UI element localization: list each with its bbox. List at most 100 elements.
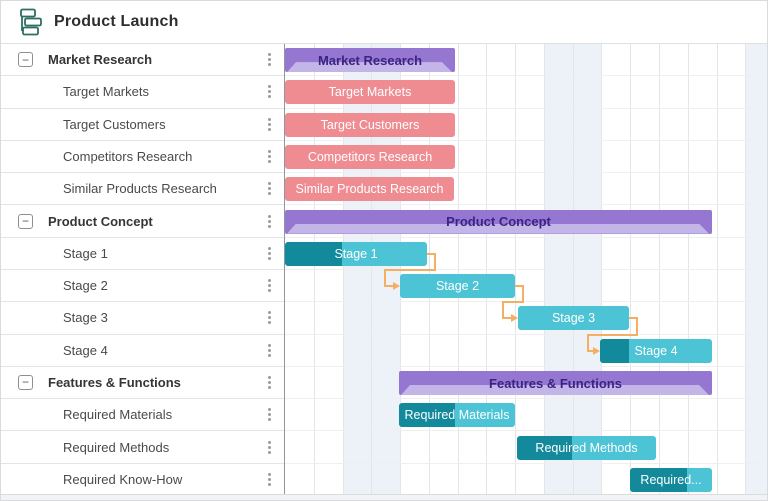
task-label: Stage 2 <box>63 278 108 294</box>
task-bar[interactable]: Target Markets <box>285 80 455 105</box>
task-list-row[interactable]: Required Methods <box>1 431 284 464</box>
collapse-icon[interactable]: − <box>18 52 33 68</box>
progress-fill <box>399 403 455 428</box>
task-label: Market Research <box>48 52 153 68</box>
task-list-row[interactable]: Target Markets <box>1 76 284 109</box>
bar-label: Required... <box>640 472 702 487</box>
task-label: Stage 3 <box>63 310 108 326</box>
task-label: Target Customers <box>63 116 166 132</box>
collapse-icon[interactable]: − <box>18 213 33 229</box>
task-label: Target Markets <box>63 84 149 100</box>
kebab-menu-icon[interactable] <box>262 115 276 133</box>
kebab-menu-icon[interactable] <box>262 373 276 391</box>
collapse-icon[interactable]: − <box>18 374 33 390</box>
task-label: Product Concept <box>48 213 153 229</box>
kebab-menu-icon[interactable] <box>262 147 276 165</box>
bar-label: Product Concept <box>446 214 551 230</box>
task-list-row[interactable]: Required Materials <box>1 399 284 432</box>
bar-label: Target Customers <box>320 117 420 132</box>
kebab-menu-icon[interactable] <box>262 212 276 230</box>
summary-bar[interactable]: Features & Functions <box>399 371 712 395</box>
row-grid-line <box>285 269 767 270</box>
kebab-menu-icon[interactable] <box>262 83 276 101</box>
task-list-row[interactable]: Stage 1 <box>1 237 284 270</box>
bar-label: Market Research <box>317 52 423 68</box>
task-label: Stage 4 <box>63 342 108 358</box>
task-label: Required Materials <box>63 407 173 423</box>
task-bar[interactable]: Stage 1 <box>285 241 427 266</box>
bar-label: Target Markets <box>328 85 412 100</box>
row-grid-line <box>285 107 767 109</box>
row-grid-line <box>285 333 767 335</box>
task-list-row[interactable]: Stage 2 <box>1 270 284 303</box>
kebab-menu-icon[interactable] <box>262 470 276 488</box>
progress-fill <box>600 338 629 363</box>
task-label: Required Know-How <box>63 471 183 487</box>
task-list-row[interactable]: Stage 3 <box>1 302 284 335</box>
summary-bar-bevel <box>399 385 711 395</box>
task-list-row[interactable]: Required Know-How <box>1 463 284 494</box>
kebab-menu-icon[interactable] <box>262 180 276 198</box>
bar-label: Features & Functions <box>489 375 622 391</box>
app-header: Product Launch <box>1 1 767 44</box>
row-grid-line <box>285 139 767 141</box>
task-bar[interactable]: Stage 3 <box>518 306 629 331</box>
task-label: Required Methods <box>63 439 170 455</box>
task-bar[interactable]: Stage 4 <box>600 338 712 363</box>
kebab-menu-icon[interactable] <box>262 51 276 69</box>
task-label: Similar Products Research <box>63 181 217 197</box>
task-bar[interactable]: Required Methods <box>517 435 656 460</box>
bar-label: Required Methods <box>535 440 638 455</box>
kebab-menu-icon[interactable] <box>262 438 276 456</box>
kebab-menu-icon[interactable] <box>262 309 276 327</box>
row-grid-line <box>285 430 767 432</box>
task-bar[interactable]: Stage 2 <box>400 274 515 299</box>
progress-fill <box>630 467 687 492</box>
kebab-menu-icon[interactable] <box>262 277 276 295</box>
progress-fill <box>517 435 572 460</box>
task-list-row[interactable]: Similar Products Research <box>1 173 284 206</box>
bar-label: Stage 1 <box>334 246 378 261</box>
gantt-logo-icon <box>20 8 42 36</box>
kebab-menu-icon[interactable] <box>262 244 276 262</box>
bar-label: Similar Products Research <box>295 182 444 197</box>
summary-bar[interactable]: Market Research <box>285 48 455 73</box>
page-title: Product Launch <box>54 13 179 30</box>
task-list-row[interactable]: Stage 4 <box>1 334 284 367</box>
row-grid-line <box>285 204 767 206</box>
task-label: Competitors Research <box>63 148 193 164</box>
row-grid-line <box>285 172 767 174</box>
task-bar[interactable]: Required Materials <box>399 403 515 428</box>
row-grid-line <box>285 462 767 464</box>
footer-strip <box>1 494 767 500</box>
task-list-row[interactable]: −Market Research <box>1 44 284 77</box>
row-grid-line <box>285 301 767 303</box>
task-label: Stage 1 <box>63 245 108 261</box>
summary-bar[interactable]: Product Concept <box>285 209 712 234</box>
kebab-menu-icon[interactable] <box>262 341 276 359</box>
summary-bar-bevel <box>285 224 711 234</box>
task-list-row[interactable]: Target Customers <box>1 108 284 141</box>
task-label: Features & Functions <box>48 374 181 390</box>
bar-label: Stage 2 <box>435 279 480 294</box>
progress-fill <box>285 241 342 266</box>
task-list-row[interactable]: Competitors Research <box>1 140 284 174</box>
row-grid-line <box>285 75 767 77</box>
task-list-row[interactable]: −Product Concept <box>1 205 284 238</box>
task-bar[interactable]: Competitors Research <box>285 145 455 169</box>
kebab-menu-icon[interactable] <box>262 406 276 424</box>
bar-label: Stage 3 <box>551 311 596 326</box>
bar-label: Competitors Research <box>307 150 433 164</box>
bar-label: Stage 4 <box>634 343 678 358</box>
bar-label: Required Materials <box>404 408 510 423</box>
task-bar[interactable]: Target Customers <box>285 112 455 137</box>
task-bar[interactable]: Required... <box>630 467 712 492</box>
row-grid-line <box>285 236 767 238</box>
task-list-row[interactable]: −Features & Functions <box>1 366 284 400</box>
summary-bar-bevel <box>285 62 454 72</box>
row-grid-line <box>285 365 767 367</box>
task-bar[interactable]: Similar Products Research <box>285 177 454 202</box>
